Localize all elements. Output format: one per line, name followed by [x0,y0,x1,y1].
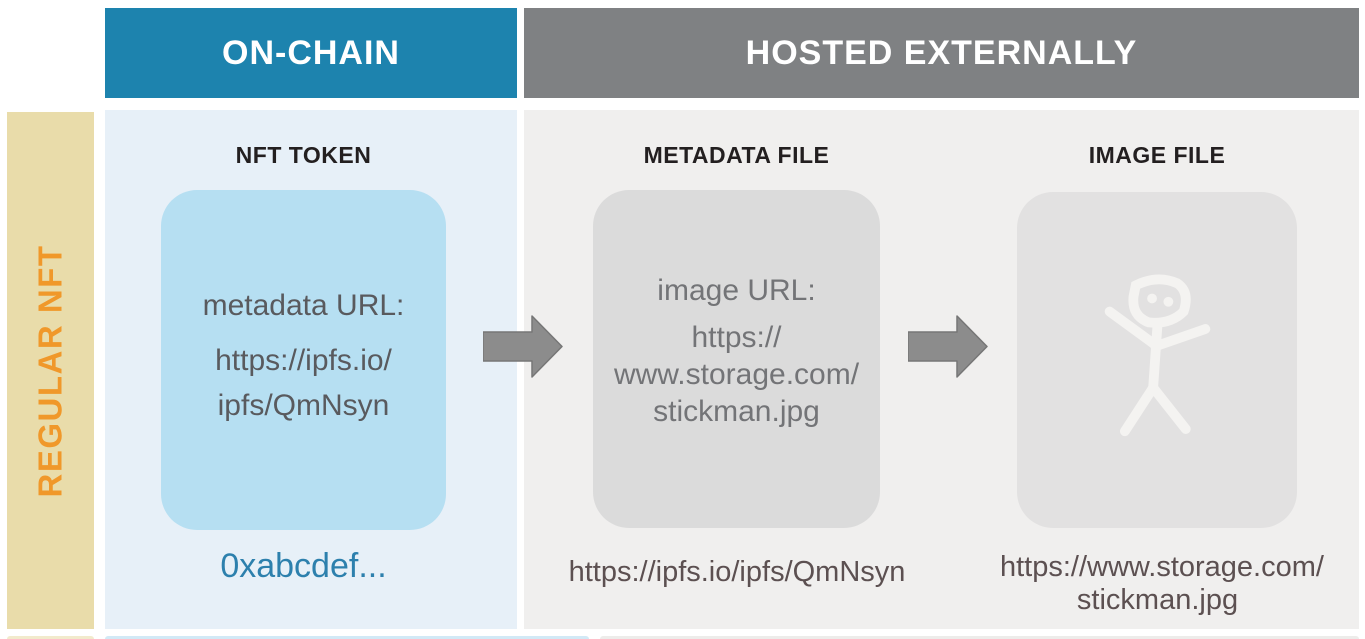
next-row-sliver-sidebar [7,636,94,639]
metadata-box-line: image URL: [657,274,816,307]
nft-token-box: metadata URL: https://ipfs.io/ ipfs/QmNs… [161,190,446,530]
row-label-regular-nft: REGULAR NFT [7,112,94,629]
next-row-sliver-blue [105,636,589,639]
metadata-file-box: image URL: https:// www.storage.com/ sti… [593,190,880,528]
metadata-box-line: stickman.jpg [653,395,820,428]
token-box-line: metadata URL: [202,289,405,322]
row-label-text: REGULAR NFT [31,244,69,497]
image-file-box [1017,192,1297,528]
token-box-line: ipfs/QmNsyn [217,389,390,422]
metadata-url-caption: https://ipfs.io/ipfs/QmNsyn [568,556,906,588]
metadata-box-line: www.storage.com/ [613,358,860,391]
next-row-sliver-gray [600,636,1359,639]
metadata-box-line: https:// [691,321,782,354]
header-hosted-externally: HOSTED EXTERNALLY [524,8,1359,98]
image-url-caption: https://www.storage.com/ stickman.jpg [1000,551,1324,617]
header-on-chain-label: ON-CHAIN [222,33,400,72]
metadata-file-title: METADATA FILE [643,142,830,168]
header-hosted-externally-label: HOSTED EXTERNALLY [745,33,1138,72]
nft-token-title: NFT TOKEN [235,142,372,168]
image-url-caption-line: https://www.storage.com/ [1000,551,1324,583]
right-arrow-icon [483,315,563,378]
header-on-chain: ON-CHAIN [105,8,517,98]
stickman-drawing-icon [1104,274,1210,436]
right-arrow-icon [908,315,988,378]
image-url-caption-line: stickman.jpg [1076,584,1239,616]
token-address-caption: 0xabcdef... [220,547,387,585]
image-file-title: IMAGE FILE [1088,142,1226,168]
token-box-line: https://ipfs.io/ [215,344,392,377]
